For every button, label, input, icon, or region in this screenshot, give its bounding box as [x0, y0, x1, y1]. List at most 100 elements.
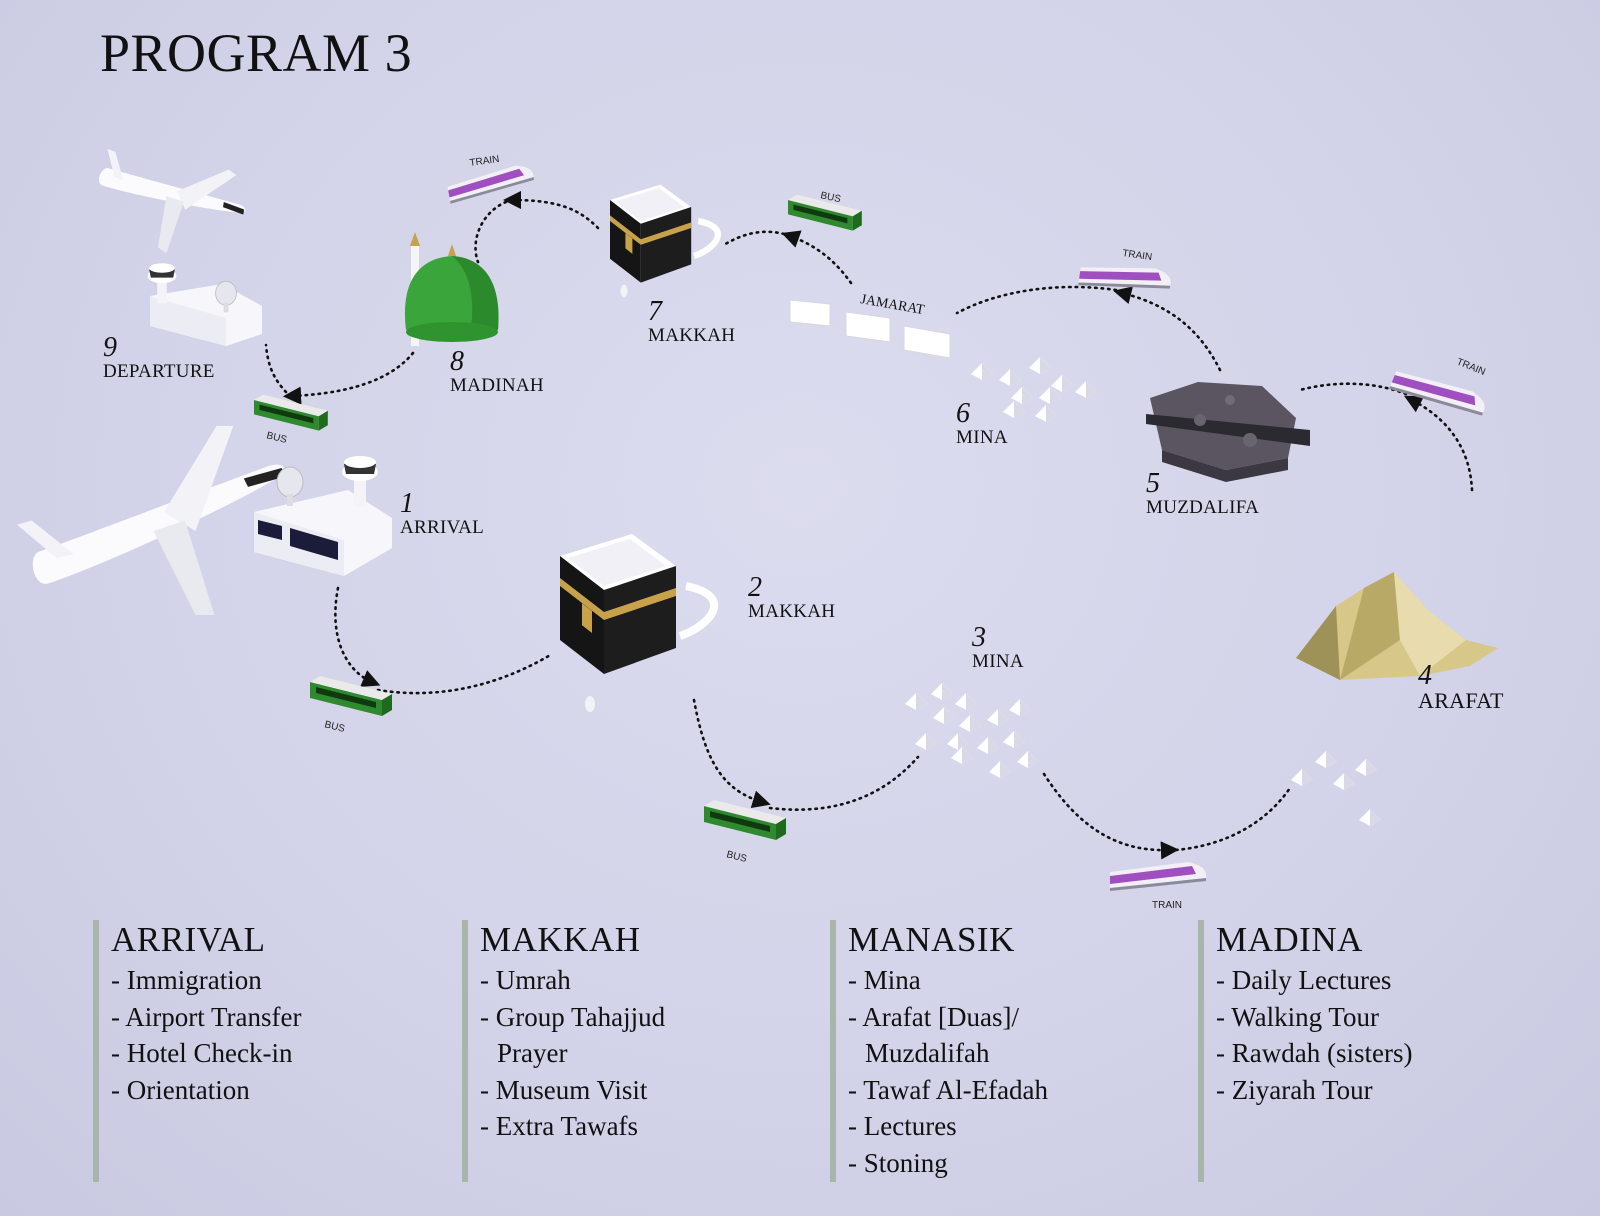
- bus-icon-9: [254, 394, 328, 431]
- route-train-to-jamarat: [955, 285, 1118, 315]
- list-item: Mina: [848, 962, 1078, 999]
- list-item: Museum Visit: [480, 1072, 702, 1109]
- stop-1-label: 1 ARRIVAL: [400, 488, 485, 538]
- route-train-to-madinah: [474, 200, 508, 264]
- train-icon-5: [1078, 258, 1173, 298]
- route-bus-to-makkah-7: [720, 230, 786, 248]
- list-item: Airport Transfer: [111, 999, 441, 1036]
- stop-9-label: 9 DEPARTURE: [103, 332, 215, 382]
- column-list: Umrah Group Tahajjud Prayer Museum Visit…: [480, 962, 702, 1145]
- column-manasik: MANASIK Mina Arafat [Duas]/ Muzdalifah T…: [830, 920, 1078, 1182]
- route-mina-to-train: [1042, 772, 1180, 860]
- list-item: Lectures: [848, 1108, 1078, 1145]
- list-item: Arafat [Duas]/ Muzdalifah: [848, 999, 1078, 1072]
- stop-number: 1: [400, 488, 414, 519]
- route-makkah-to-train: [502, 190, 600, 230]
- list-item: Walking Tour: [1216, 999, 1476, 1036]
- column-list: Immigration Airport Transfer Hotel Check…: [111, 962, 441, 1108]
- route-arrival-to-bus: [334, 586, 381, 687]
- journey-map: JAMARAT BUS BUS BUS BUS: [17, 104, 1498, 911]
- stop-7-label: 7 MAKKAH: [648, 296, 736, 346]
- stop-name: MINA: [972, 651, 1024, 672]
- column-list: Mina Arafat [Duas]/ Muzdalifah Tawaf Al-…: [848, 962, 1078, 1181]
- kaaba-icon-2: [560, 534, 719, 712]
- stop-name: MAKKAH: [748, 601, 836, 622]
- route-muzdalifa-to-train: [1113, 286, 1222, 372]
- column-makkah: MAKKAH Umrah Group Tahajjud Prayer Museu…: [462, 920, 702, 1182]
- stop-4-label: 4 ARAFAT: [1418, 662, 1504, 712]
- column-arrival: ARRIVAL Immigration Airport Transfer Hot…: [93, 920, 441, 1182]
- bus-icon-1: [310, 676, 392, 716]
- stop-name: MADINAH: [450, 375, 544, 396]
- stop-name: ARAFAT: [1418, 688, 1504, 713]
- stop-number: 9: [103, 332, 117, 363]
- stop-name: DEPARTURE: [103, 361, 215, 382]
- departure-plane-icon: [78, 104, 260, 277]
- arrival-plane-icon: [17, 426, 286, 615]
- list-item: Hotel Check-in: [111, 1035, 441, 1072]
- stop-number: 6: [956, 398, 970, 429]
- stop-name: MINA: [956, 427, 1008, 448]
- train-label: TRAIN: [1122, 248, 1153, 263]
- kaaba-icon-7: [610, 184, 721, 298]
- stop-name: MUZDALIFA: [1146, 497, 1260, 518]
- route-makkah-to-bus: [692, 698, 771, 809]
- route-madinah-to-bus: [282, 351, 415, 405]
- mina-tents-3: [905, 683, 1039, 778]
- stop-number: 7: [648, 296, 662, 327]
- jamarat-pillars-icon: JAMARAT: [789, 292, 951, 359]
- route-bus-to-makkah: [376, 652, 554, 695]
- route-paths: [264, 190, 1474, 860]
- train-label: TRAIN: [1152, 900, 1182, 911]
- route-jamarat-to-bus: [781, 230, 853, 285]
- route-train-to-arafat: [1174, 786, 1292, 852]
- list-item: Extra Tawafs: [480, 1108, 702, 1145]
- list-item: Group Tahajjud Prayer: [480, 999, 702, 1072]
- train-label: TRAIN: [1455, 357, 1487, 378]
- column-heading: MADINA: [1216, 920, 1363, 959]
- stop-name: MAKKAH: [648, 325, 736, 346]
- bus-label: BUS: [265, 430, 288, 446]
- arafat-tents: [1291, 751, 1381, 826]
- jamarat-label: JAMARAT: [859, 292, 926, 318]
- stop-name: ARRIVAL: [400, 517, 485, 538]
- column-madina: MADINA Daily Lectures Walking Tour Rawda…: [1198, 920, 1476, 1182]
- stop-3-label: 3 MINA: [972, 622, 1024, 672]
- list-item: Immigration: [111, 962, 441, 999]
- stop-5-label: 5 MUZDALIFA: [1146, 468, 1260, 518]
- bus-label: BUS: [323, 719, 346, 735]
- departure-airport-icon: [147, 263, 262, 346]
- route-bus-to-mina: [768, 755, 920, 811]
- bus-icon-2: [704, 800, 786, 840]
- program-columns: ARRIVAL Immigration Airport Transfer Hot…: [0, 920, 1600, 1216]
- stop-number: 4: [1418, 660, 1432, 691]
- list-item: Stoning: [848, 1145, 1078, 1182]
- stop-number: 2: [748, 572, 762, 603]
- page-title: PROGRAM 3: [100, 23, 413, 83]
- list-item: Orientation: [111, 1072, 441, 1109]
- list-item: Rawdah (sisters): [1216, 1035, 1476, 1072]
- muzdalifa-terrain-icon: [1146, 382, 1310, 482]
- train-label: TRAIN: [469, 154, 500, 169]
- bus-label: BUS: [819, 190, 842, 205]
- stop-8-label: 8 MADINAH: [450, 346, 544, 396]
- stop-number: 3: [972, 622, 986, 653]
- stop-number: 5: [1146, 468, 1160, 499]
- column-heading: ARRIVAL: [111, 920, 266, 959]
- list-item: Tawaf Al-Efadah: [848, 1072, 1078, 1109]
- radar-dish-icon: [215, 280, 237, 313]
- route-bus-to-departure: [264, 343, 288, 394]
- bus-label: BUS: [725, 849, 748, 865]
- column-heading: MAKKAH: [480, 920, 641, 959]
- route-arafat-to-train: [1403, 395, 1474, 492]
- list-item: Umrah: [480, 962, 702, 999]
- stop-2-label: 2 MAKKAH: [748, 572, 836, 622]
- radar-dish-icon: [276, 466, 304, 506]
- train-icon-7: [446, 162, 536, 204]
- list-item: Ziyarah Tour: [1216, 1072, 1476, 1109]
- train-icon-3: [1110, 862, 1207, 891]
- list-item: Daily Lectures: [1216, 962, 1476, 999]
- stop-number: 8: [450, 346, 464, 377]
- green-dome-icon: [404, 232, 499, 346]
- stop-6-label: 6 MINA: [956, 398, 1008, 448]
